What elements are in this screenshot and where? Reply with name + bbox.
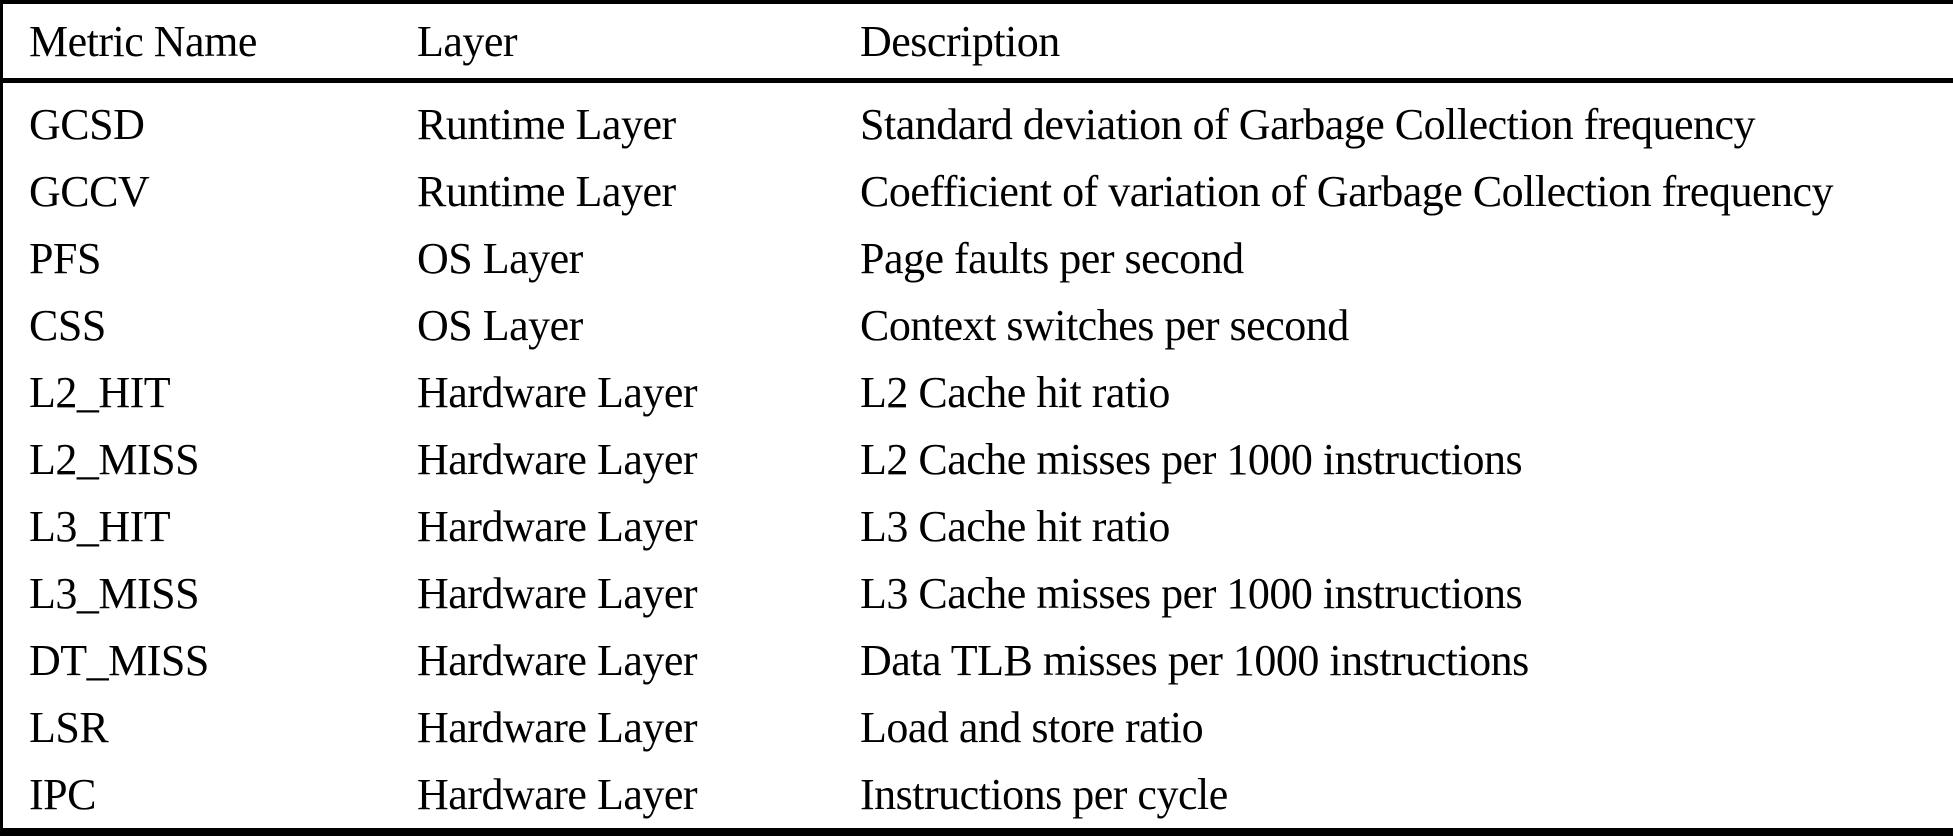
table-top-rule: [0, 0, 1953, 4]
description-cell: L3 Cache misses per 1000 instructions: [860, 569, 1523, 618]
table-row: PFS OS Layer Page faults per second: [3, 225, 1953, 292]
description-cell: L2 Cache misses per 1000 instructions: [860, 435, 1523, 484]
metric-cell: L2_MISS: [29, 435, 200, 484]
description-cell: Load and store ratio: [860, 703, 1204, 752]
metric-cell: CSS: [29, 301, 106, 350]
description-cell: Page faults per second: [860, 234, 1244, 283]
layer-cell: Runtime Layer: [417, 167, 676, 216]
metric-cell: L3_MISS: [29, 569, 200, 618]
layer-cell: Hardware Layer: [417, 703, 698, 752]
description-cell: Context switches per second: [860, 301, 1349, 350]
layer-cell: Hardware Layer: [417, 502, 698, 551]
table-row: IPC Hardware Layer Instructions per cycl…: [3, 761, 1953, 828]
metric-cell: LSR: [29, 703, 109, 752]
column-header-metric-name: Metric Name: [29, 16, 257, 66]
table-row: L2_MISS Hardware Layer L2 Cache misses p…: [3, 426, 1953, 493]
table-bottom-rule: [0, 828, 1953, 836]
layer-cell: Runtime Layer: [417, 100, 676, 149]
table-header-row: Metric Name Layer Description: [3, 4, 1953, 78]
metric-cell: DT_MISS: [29, 636, 209, 685]
metric-cell: GCCV: [29, 167, 150, 216]
layer-cell: OS Layer: [417, 301, 583, 350]
table-row: GCCV Runtime Layer Coefficient of variat…: [3, 158, 1953, 225]
metric-cell: IPC: [29, 770, 96, 819]
description-cell: L3 Cache hit ratio: [860, 502, 1170, 551]
metric-cell: PFS: [29, 234, 101, 283]
table-row: L3_MISS Hardware Layer L3 Cache misses p…: [3, 560, 1953, 627]
layer-cell: Hardware Layer: [417, 569, 698, 618]
layer-cell: OS Layer: [417, 234, 583, 283]
table-header-rule: [0, 78, 1953, 83]
description-cell: Standard deviation of Garbage Collection…: [860, 100, 1756, 149]
metric-cell: L2_HIT: [29, 368, 171, 417]
layer-cell: Hardware Layer: [417, 435, 698, 484]
table-body: GCSD Runtime Layer Standard deviation of…: [3, 83, 1953, 828]
description-cell: L2 Cache hit ratio: [860, 368, 1170, 417]
description-cell: Instructions per cycle: [860, 770, 1228, 819]
table-row: LSR Hardware Layer Load and store ratio: [3, 694, 1953, 761]
metric-cell: GCSD: [29, 100, 145, 149]
description-cell: Data TLB misses per 1000 instructions: [860, 636, 1529, 685]
table-row: L2_HIT Hardware Layer L2 Cache hit ratio: [3, 359, 1953, 426]
column-header-layer: Layer: [417, 16, 518, 66]
table-row: GCSD Runtime Layer Standard deviation of…: [3, 91, 1953, 158]
column-header-description: Description: [860, 16, 1060, 66]
metric-cell: L3_HIT: [29, 502, 171, 551]
layer-cell: Hardware Layer: [417, 770, 698, 819]
layer-cell: Hardware Layer: [417, 368, 698, 417]
table-row: L3_HIT Hardware Layer L3 Cache hit ratio: [3, 493, 1953, 560]
description-cell: Coefficient of variation of Garbage Coll…: [860, 167, 1834, 216]
table-left-rule: [0, 0, 3, 836]
layer-cell: Hardware Layer: [417, 636, 698, 685]
table-row: DT_MISS Hardware Layer Data TLB misses p…: [3, 627, 1953, 694]
table-row: CSS OS Layer Context switches per second: [3, 292, 1953, 359]
